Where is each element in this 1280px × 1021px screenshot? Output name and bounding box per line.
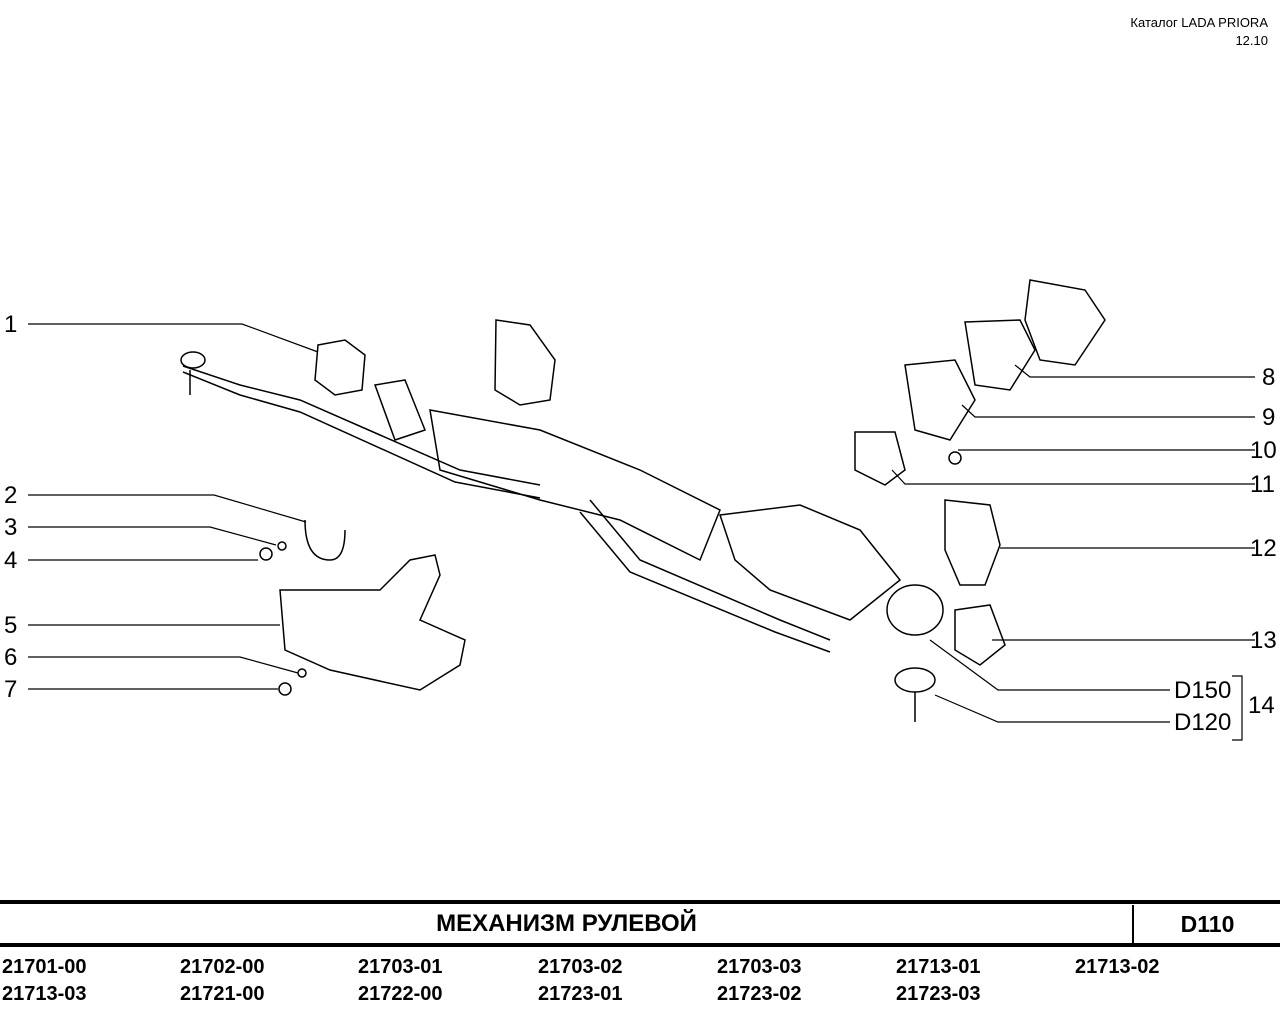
callout-14: 14 [1248, 692, 1275, 719]
callout-6: 6 [4, 644, 18, 671]
callout-4: 4 [4, 547, 18, 574]
model-code: 21703-02 [538, 956, 623, 978]
callout-1: 1 [4, 311, 18, 338]
catalog-title: Каталог LADA PRIORA [1130, 15, 1268, 30]
model-code: 21713-03 [2, 983, 87, 1005]
model-code: 21723-02 [717, 983, 802, 1005]
callout-11: 11 [1250, 471, 1275, 498]
callout-12: 12 [1250, 535, 1277, 562]
model-code: 21701-00 [2, 956, 87, 978]
model-code: 21713-02 [1075, 956, 1160, 978]
callout-7: 7 [4, 676, 18, 703]
catalog-date: 12.10 [1235, 33, 1268, 48]
model-code: 21721-00 [180, 983, 265, 1005]
model-code: 21722-00 [358, 983, 443, 1005]
title-divider [1132, 905, 1134, 944]
rack-housing [373, 379, 944, 722]
callout-3: 3 [4, 514, 18, 541]
callout-2: 2 [4, 482, 18, 509]
page-title: МЕХАНИЗМ РУЛЕВОЙ [436, 910, 697, 937]
model-code: 21702-00 [180, 956, 265, 978]
footer-bottom-rule [0, 943, 1280, 947]
callout-9: 9 [1262, 404, 1276, 431]
small-parts [259, 279, 1106, 696]
model-code: 21703-01 [358, 956, 443, 978]
model-code: 21703-03 [717, 956, 802, 978]
callout-13: 13 [1250, 627, 1277, 654]
callout-d120: D120 [1174, 709, 1232, 736]
callout-5: 5 [4, 612, 18, 639]
model-code: 21723-01 [538, 983, 623, 1005]
footer-top-rule [0, 900, 1280, 904]
callout-d150: D150 [1174, 677, 1232, 704]
callout-8: 8 [1262, 364, 1276, 391]
section-code: D110 [1180, 911, 1235, 937]
leader-lines [28, 323, 1255, 741]
left-tie-rod [180, 351, 541, 499]
steering-mechanism-diagram [28, 279, 1255, 741]
callout-10: 10 [1250, 437, 1277, 464]
model-code: 21713-01 [896, 956, 981, 978]
model-code: 21723-03 [896, 983, 981, 1005]
